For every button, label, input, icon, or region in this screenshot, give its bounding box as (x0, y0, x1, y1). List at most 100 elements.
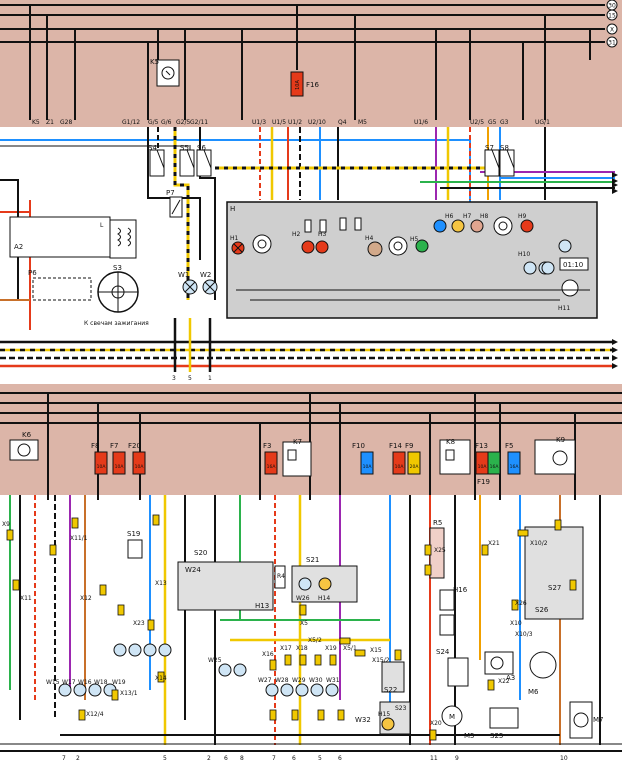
a2-label: A2 (14, 243, 23, 251)
f3-label: F3 (263, 442, 271, 450)
f20-label: F20 (128, 442, 141, 450)
speakers-h16: H16 (439, 586, 468, 636)
wire-number: 10 (560, 755, 568, 762)
w18-label: W18 (94, 679, 108, 686)
w24-label: W24 (185, 566, 201, 574)
k7-label: K7 (293, 438, 302, 446)
h6-label: H6 (445, 213, 454, 220)
f14-label: F14 (389, 442, 402, 450)
bus-label: G/6 (161, 119, 172, 126)
switch-block-s21: S21 W26 H14 (291, 556, 358, 603)
h8-label: H8 (480, 213, 489, 220)
w31-label: W31 (326, 677, 340, 684)
s7-label: S7 (485, 144, 494, 152)
f7-rating: 10A (115, 464, 125, 470)
f19-label: F19 (477, 478, 490, 486)
x11-label: X11 (20, 595, 32, 602)
x18-label: X18 (296, 645, 308, 652)
bus-label: U2/10 (308, 119, 326, 126)
f8-rating: 10A (97, 464, 107, 470)
w17-label: W17 (62, 679, 76, 686)
p6-label: P6 (28, 269, 37, 277)
bus-label: Z1 (46, 119, 54, 126)
mid-harness (0, 318, 612, 372)
bus-label: U1/5 (272, 119, 286, 126)
s25-label: S25 (490, 732, 503, 740)
m7-label: M7 (593, 716, 604, 724)
h16-label: H16 (453, 586, 468, 594)
s27-label: S27 (548, 584, 561, 592)
wire-number: 6 (292, 755, 296, 762)
wire-number: 7 (62, 755, 66, 762)
f5-rating: 16A (510, 464, 520, 470)
bus-label: U2/5 (470, 119, 484, 126)
k5-label: K5 (150, 58, 159, 66)
f9-rating: 20A (410, 464, 420, 470)
k6-relay: K6 (9, 431, 39, 461)
bus-label: U1/6 (414, 119, 428, 126)
wire-number: 8 (240, 755, 244, 762)
bus-label: G3 (500, 119, 509, 126)
f3-rating: 16A (267, 464, 277, 470)
h3-label: H3 (318, 231, 327, 238)
wire-number: 2 (207, 755, 211, 762)
rail-label-30: 30 (608, 3, 616, 10)
f7-label: F7 (110, 442, 118, 450)
wire-number: 11 (430, 755, 438, 762)
w16-label: W16 (78, 679, 92, 686)
wire-number: 6 (224, 755, 228, 762)
x12-4-label: X12/4 (86, 711, 104, 718)
wire-number: 7 (272, 755, 276, 762)
wire-number: 2 (76, 755, 80, 762)
mirror-switch-s26: S26 S27 (524, 526, 584, 620)
x5-1-label: X5/1 (343, 645, 357, 652)
h13-label: H13 (255, 602, 269, 610)
wire-number: 3 (172, 375, 176, 382)
rail-labels: 30 15 X 31 (606, 0, 618, 48)
x14-label: X14 (155, 675, 167, 682)
w30-label: W30 (309, 677, 323, 684)
bottom-numbers: 7 2 5 2 6 8 7 6 5 6 11 9 10 (62, 755, 568, 762)
l-label: L (100, 222, 104, 229)
bus-label: UG/1 (535, 119, 550, 126)
h11-label: H11 (558, 305, 570, 312)
module-a2: A2 L (9, 216, 137, 259)
x13-1-label: X13/1 (120, 690, 138, 697)
top-harness (0, 127, 615, 300)
h10-label: H10 (518, 251, 530, 258)
f9-label: F9 (405, 442, 413, 450)
r5-label: R5 (433, 519, 442, 527)
w25-label: W25 (208, 657, 222, 664)
bottom-fuses: F8 10A F7 10A F20 10A F3 16A F10 10A F14… (91, 442, 521, 486)
s20-label: S20 (194, 549, 207, 557)
r4-label: R4 (277, 573, 285, 580)
x10-3-label: X10/3 (515, 631, 533, 638)
lamps-w1-w2: W1 W2 (178, 271, 218, 295)
bus-label: U1/3 (252, 119, 266, 126)
w29-label: W29 (292, 677, 306, 684)
s23-label: S23 (395, 705, 407, 712)
p7-label: P7 (166, 189, 175, 197)
sensor-p6: P6 (28, 269, 92, 301)
sensor-p7: P7 (166, 189, 183, 218)
f13-rating: 10A (478, 464, 488, 470)
lamp-grid: W15 W17 W16 W18 W19 W25 W27 W28 W29 W30 … (46, 643, 340, 697)
bus-label: G/5 (148, 119, 159, 126)
wire-number: 5 (163, 755, 167, 762)
k8-label: K8 (446, 438, 455, 446)
h14-label: H14 (318, 595, 330, 602)
s8-label: S8 (500, 144, 509, 152)
x9-label: X9 (2, 521, 10, 528)
x10-label: X10 (510, 620, 522, 627)
bus-label: Q4 (338, 119, 347, 126)
bus-label: G5 (488, 119, 497, 126)
door-switches: S4 S5 S6 S7 S8 (148, 144, 515, 177)
h-label: H (230, 205, 235, 213)
fuse-f16: 10A F16 (290, 71, 319, 97)
w19-label: W19 (112, 679, 126, 686)
x17-label: X17 (280, 645, 292, 652)
top-bus-labels: K5 Z1 G28 G1/12 G/5 G/6 G2/5 G2/11 U1/3 … (32, 119, 550, 126)
bottom-relays: K7 K8 K9 (282, 436, 576, 477)
f16-rating: 10A (295, 80, 301, 90)
x11-1-label: X11/1 (70, 535, 88, 542)
